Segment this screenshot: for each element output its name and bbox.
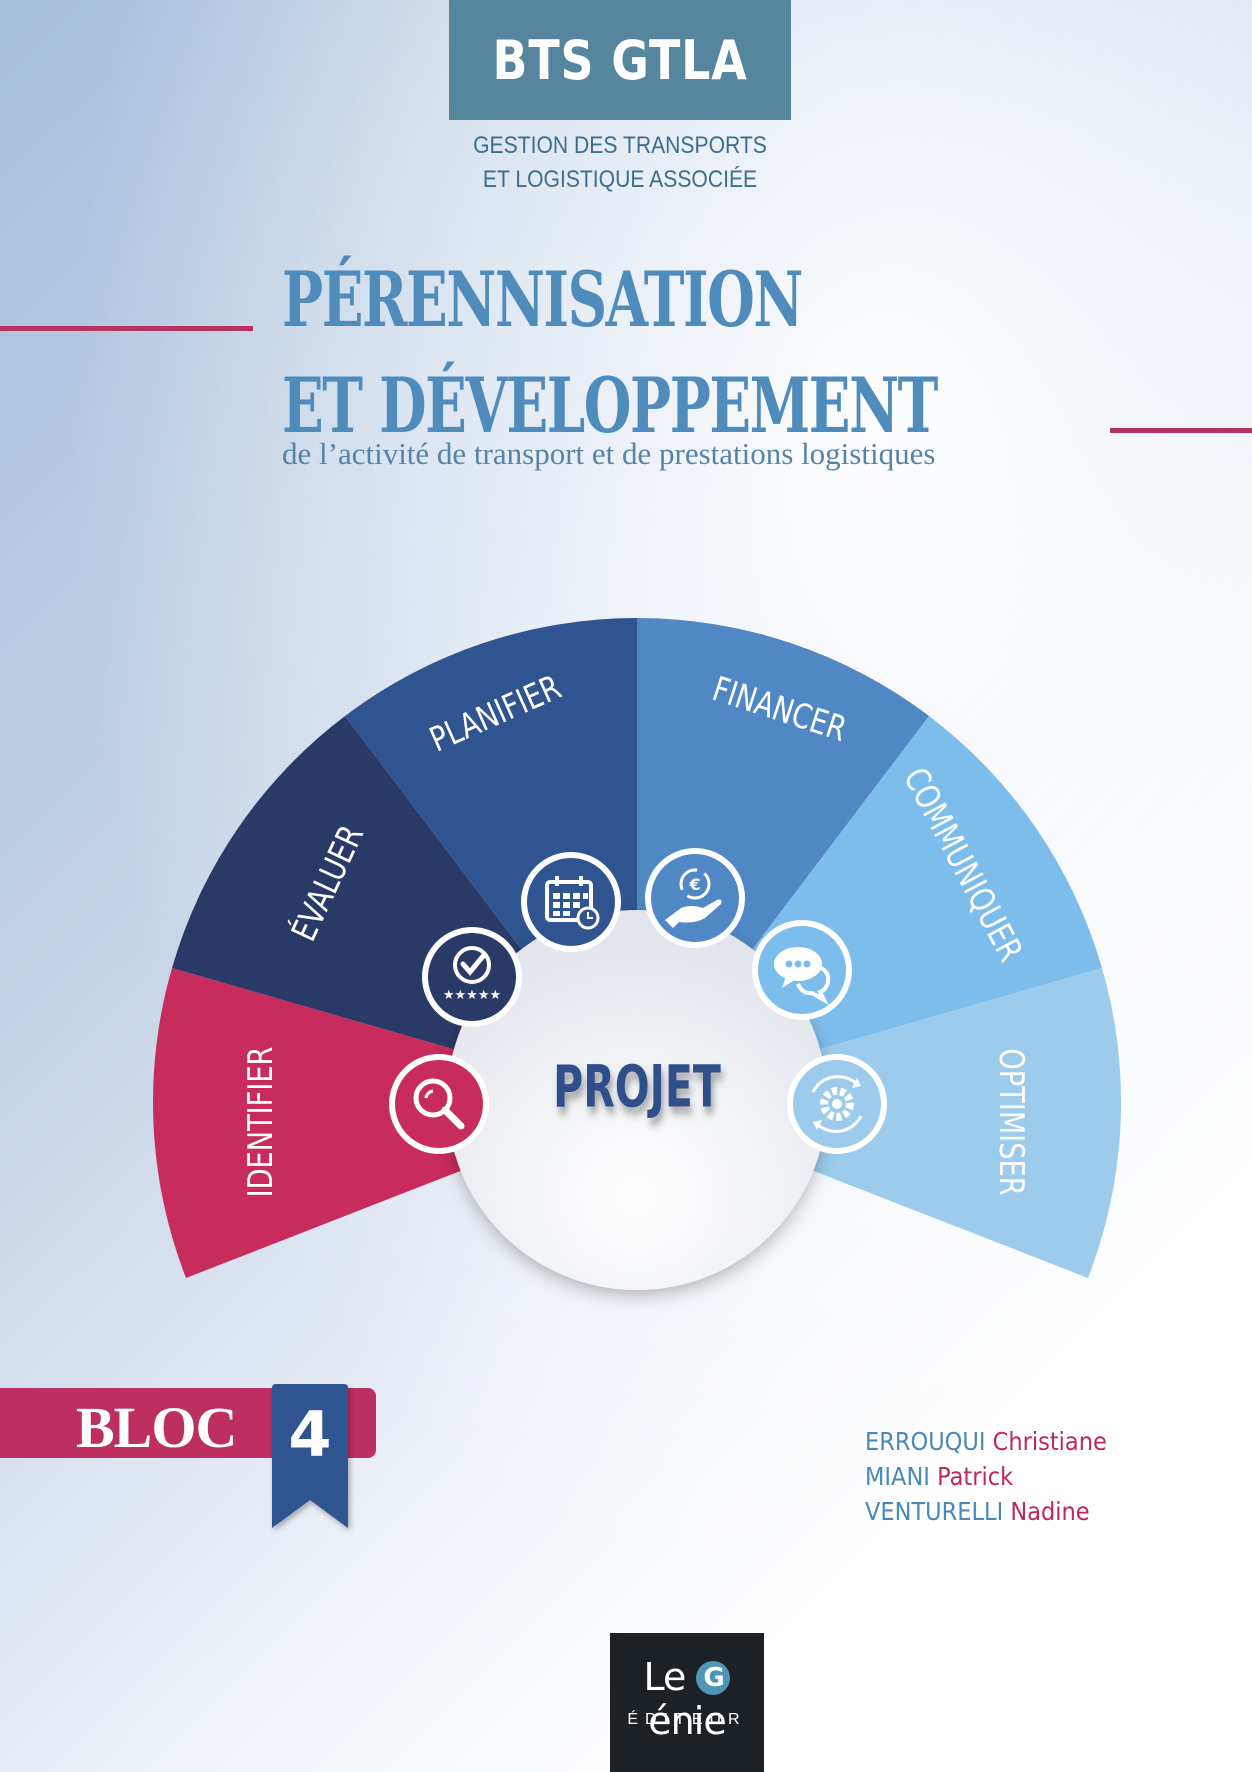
authors-list: ERROUQUI Christiane MIANI Patrick VENTUR… <box>865 1424 1134 1529</box>
hand-euro-icon[interactable]: € <box>645 848 745 948</box>
gear-cycle-icon[interactable] <box>787 1054 887 1154</box>
program-subtitle-line1: GESTION DES TRANSPORTS <box>473 132 767 159</box>
speech-bubble-g-icon: G <box>696 1661 731 1695</box>
publisher-sub: ÉDITEUR <box>627 1711 747 1728</box>
calendar-clock-icon[interactable] <box>521 852 621 952</box>
publisher-name: Le Génie <box>610 1655 764 1743</box>
center-disk <box>447 910 827 1290</box>
program-subtitle-line2: ET LOGISTIQUE ASSOCIÉE <box>482 166 758 193</box>
bts-badge-label: BTS GTLA <box>492 28 748 92</box>
check-rating-icon[interactable]: ★★★★★ <box>422 927 522 1027</box>
bts-badge: BTS GTLA <box>449 0 791 120</box>
svg-text:€: € <box>688 875 700 894</box>
label-optimiser: OPTIMISER <box>991 1048 1031 1195</box>
magnifier-icon[interactable] <box>389 1054 489 1154</box>
decor-line-right <box>1110 428 1252 433</box>
bloc-ribbon: 4 <box>272 1384 348 1528</box>
title-line2: ET DÉVELOPPEMENT <box>282 361 938 450</box>
author-2: MIANI Patrick <box>865 1462 1014 1491</box>
svg-text:★★★★★: ★★★★★ <box>443 988 501 1003</box>
label-identifier: IDENTIFIER <box>241 1047 281 1198</box>
author-1: ERROUQUI Christiane <box>865 1427 1107 1456</box>
title-subline: de l’activité de transport et de prestat… <box>282 436 936 471</box>
decor-line-left <box>0 326 253 331</box>
bloc-number: 4 <box>288 1398 331 1471</box>
author-3: VENTURELLI Nadine <box>865 1497 1090 1526</box>
title-line1: PÉRENNISATION <box>282 255 803 344</box>
bloc-label: BLOC <box>76 1395 237 1460</box>
publisher-logo: Le Génie ÉDITEUR <box>610 1633 764 1772</box>
center-label: PROJET <box>553 1053 721 1120</box>
chat-bubbles-icon[interactable] <box>752 920 852 1020</box>
